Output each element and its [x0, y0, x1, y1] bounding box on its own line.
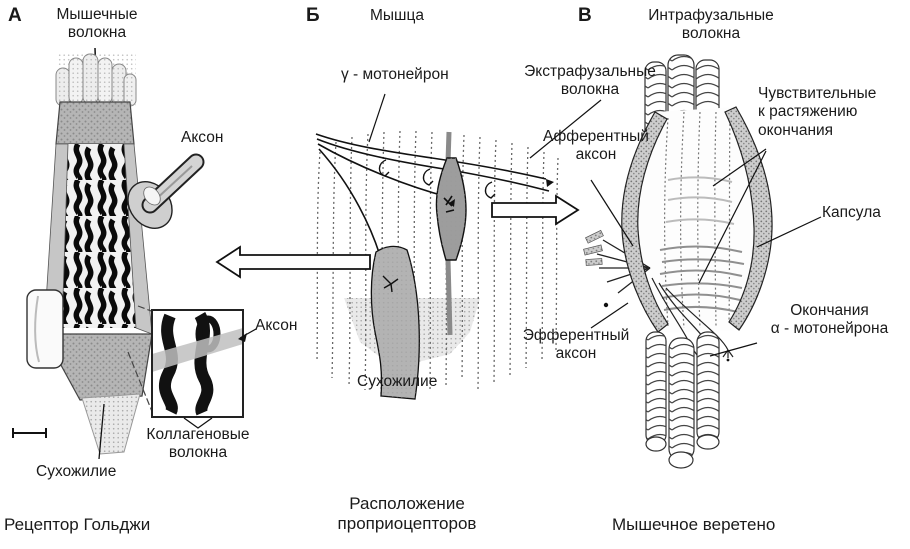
capsule-flap [26, 289, 64, 369]
extrafusal-line1: Экстрафузальные [524, 63, 656, 80]
panel-a-title: Мышечные волокна [38, 6, 156, 43]
panel-a-caption: Рецептор Гольджи [4, 515, 151, 534]
collagen-inset-box [151, 309, 257, 429]
inset-axon-label: Аксон [255, 317, 298, 334]
efferent-axon-label: Эфферентный аксон [505, 327, 647, 364]
panel-a-title-line1: Мышечные [56, 6, 138, 23]
capsule-label: Капсула [822, 204, 881, 221]
collagen-fibers-line2: волокна [168, 444, 228, 462]
tendon-label-b: Сухожилие [357, 373, 438, 390]
muscle-spindle-drawing [583, 54, 822, 469]
afferent-axon-label: Афферентный аксон [532, 128, 660, 165]
afferent-line1: Афферентный [543, 128, 649, 145]
stretch-sensitive-label: Чувствительные к растяжению окончания [758, 85, 876, 140]
sensitive-line2: к растяжению [758, 103, 858, 121]
golgi-organ-in-muscle [370, 245, 421, 400]
afferent-line2: аксон [575, 146, 617, 164]
alpha-endings-label: Окончания α - мотонейрона [752, 302, 907, 339]
panel-v-title: Интрафузальные волокна [626, 7, 796, 44]
panel-a-letter: А [8, 5, 22, 26]
panel-b-caption-line1: Расположение [349, 494, 465, 513]
alpha-line1: Окончания [790, 302, 869, 319]
axon-stub [127, 153, 205, 229]
golgi-organ-drawing [12, 47, 257, 460]
muscle-spindle-in-muscle [435, 131, 467, 336]
collagen-fibers-label: Коллагеновые волокна [128, 426, 268, 463]
arrow-to-panel-v [491, 194, 580, 226]
panel-v-title-line1: Интрафузальные [648, 7, 774, 24]
muscle-drawing [215, 93, 602, 400]
intrafusal-fibers-bottom [645, 331, 720, 469]
panel-a-title-line2: волокна [67, 24, 127, 42]
sensitive-line1: Чувствительные [758, 85, 877, 102]
arrow-to-panel-a [215, 245, 371, 279]
tendon-a [81, 393, 141, 460]
scale-bar [12, 428, 47, 438]
panel-v-title-line2: волокна [681, 25, 741, 43]
extrafusal-line2: волокна [560, 81, 620, 99]
muscle-fibers-top [55, 53, 137, 107]
panel-b-title: Мышца [370, 7, 424, 24]
efferent-line1: Эфферентный [522, 327, 630, 344]
extrafusal-fibers-label: Экстрафузальные волокна [510, 63, 670, 100]
tendon-label-a: Сухожилие [36, 463, 117, 480]
panel-b-letter: Б [306, 5, 320, 26]
intrafusal-fibers-inside [664, 111, 731, 329]
axon-label-a: Аксон [181, 129, 224, 146]
panel-b-caption: Расположение проприоцепторов [322, 494, 492, 534]
panel-b-caption-line2: проприоцепторов [337, 514, 477, 534]
panel-v-leaders [590, 148, 822, 357]
panel-v-letter: В [578, 5, 592, 26]
sensitive-line3: окончания [758, 121, 834, 139]
gamma-motoneuron-label: γ - мотонейрон [341, 66, 449, 83]
alpha-line2: α - мотонейрона [770, 320, 889, 338]
efferent-line2: аксон [555, 345, 597, 363]
collagen-fibers-line1: Коллагеновые [146, 426, 250, 443]
panel-v-caption: Мышечное веретено [612, 515, 776, 534]
